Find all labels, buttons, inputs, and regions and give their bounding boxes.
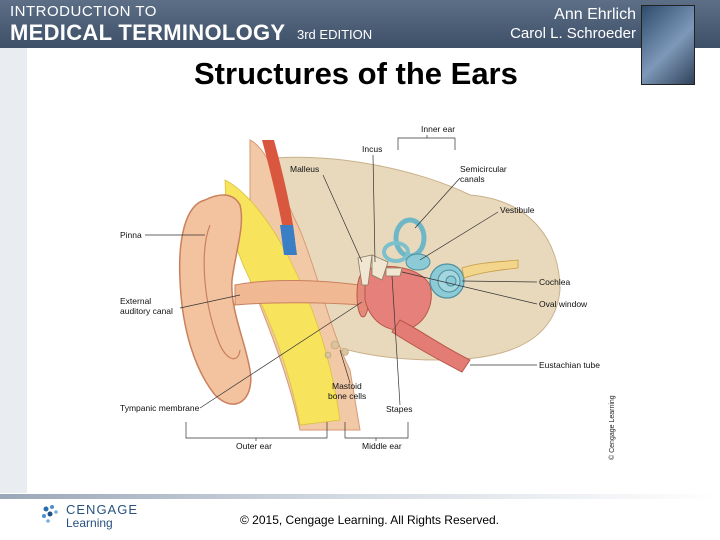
- author-schroeder: Carol L. Schroeder: [510, 25, 636, 42]
- header-banner: INTRODUCTION TO MEDICAL TERMINOLOGY 3rd …: [0, 0, 720, 48]
- label-mastoid-2: bone cells: [328, 391, 366, 401]
- logo-text-cengage: CENGAGE: [66, 502, 139, 517]
- book-cover-thumbnail: [641, 5, 695, 85]
- label-inner-ear: Inner ear: [421, 124, 455, 134]
- stapes-shape: [385, 267, 403, 277]
- logo-text-learning: Learning: [66, 516, 113, 530]
- label-middle-ear: Middle ear: [362, 441, 402, 451]
- label-incus: Incus: [362, 144, 382, 154]
- mastoid-cell: [341, 348, 349, 356]
- label-oval-window: Oval window: [539, 299, 588, 309]
- vestibule-shape: [405, 253, 431, 271]
- book-title-line2: MEDICAL TERMINOLOGY: [10, 20, 286, 45]
- auditory-nerve: [461, 259, 519, 279]
- pinna-shape: [178, 194, 252, 405]
- image-credit: © Cengage Learning: [608, 395, 616, 460]
- copyright-text: © 2015, Cengage Learning. All Rights Res…: [240, 513, 500, 527]
- eustachian-tube-shape: [391, 319, 471, 373]
- auditory-canal: [234, 280, 363, 306]
- incus-shape: [371, 254, 389, 281]
- label-vestibule: Vestibule: [500, 205, 535, 215]
- label-mastoid-1: Mastoid: [332, 381, 362, 391]
- label-cochlea: Cochlea: [539, 277, 570, 287]
- book-edition: 3rd EDITION: [297, 27, 373, 42]
- muscle-band: [262, 140, 295, 240]
- label-semicircular-2: canals: [460, 174, 485, 184]
- label-pinna: Pinna: [120, 230, 142, 240]
- label-semicircular-1: Semicircular: [460, 164, 507, 174]
- mastoid-cell: [324, 351, 332, 359]
- label-outer-ear: Outer ear: [236, 441, 272, 451]
- label-external-1: External: [120, 296, 151, 306]
- mastoid-cell: [330, 340, 340, 350]
- label-malleus: Malleus: [290, 164, 319, 174]
- label-external-2: auditory canal: [120, 306, 173, 316]
- slide-title: Structures of the Ears: [194, 56, 518, 91]
- blue-vessel: [280, 225, 297, 255]
- label-tympanic-membrane: Tympanic membrane: [120, 403, 200, 413]
- cochlea-inner: [445, 275, 457, 287]
- footer-divider: [0, 494, 720, 499]
- cengage-logo-icon: [42, 505, 58, 523]
- author-ehrlich: Ann Ehrlich: [554, 6, 636, 23]
- malleus-shape: [357, 254, 373, 286]
- leader-lines: [145, 135, 538, 441]
- pinna-inner-fold: [203, 224, 241, 360]
- label-eustachian-tube: Eustachian tube: [539, 360, 600, 370]
- book-title-line1: INTRODUCTION TO: [10, 3, 157, 20]
- label-stapes: Stapes: [386, 404, 412, 414]
- left-sidebar-strip: [0, 48, 27, 493]
- semicircular-canal-2: [382, 241, 410, 263]
